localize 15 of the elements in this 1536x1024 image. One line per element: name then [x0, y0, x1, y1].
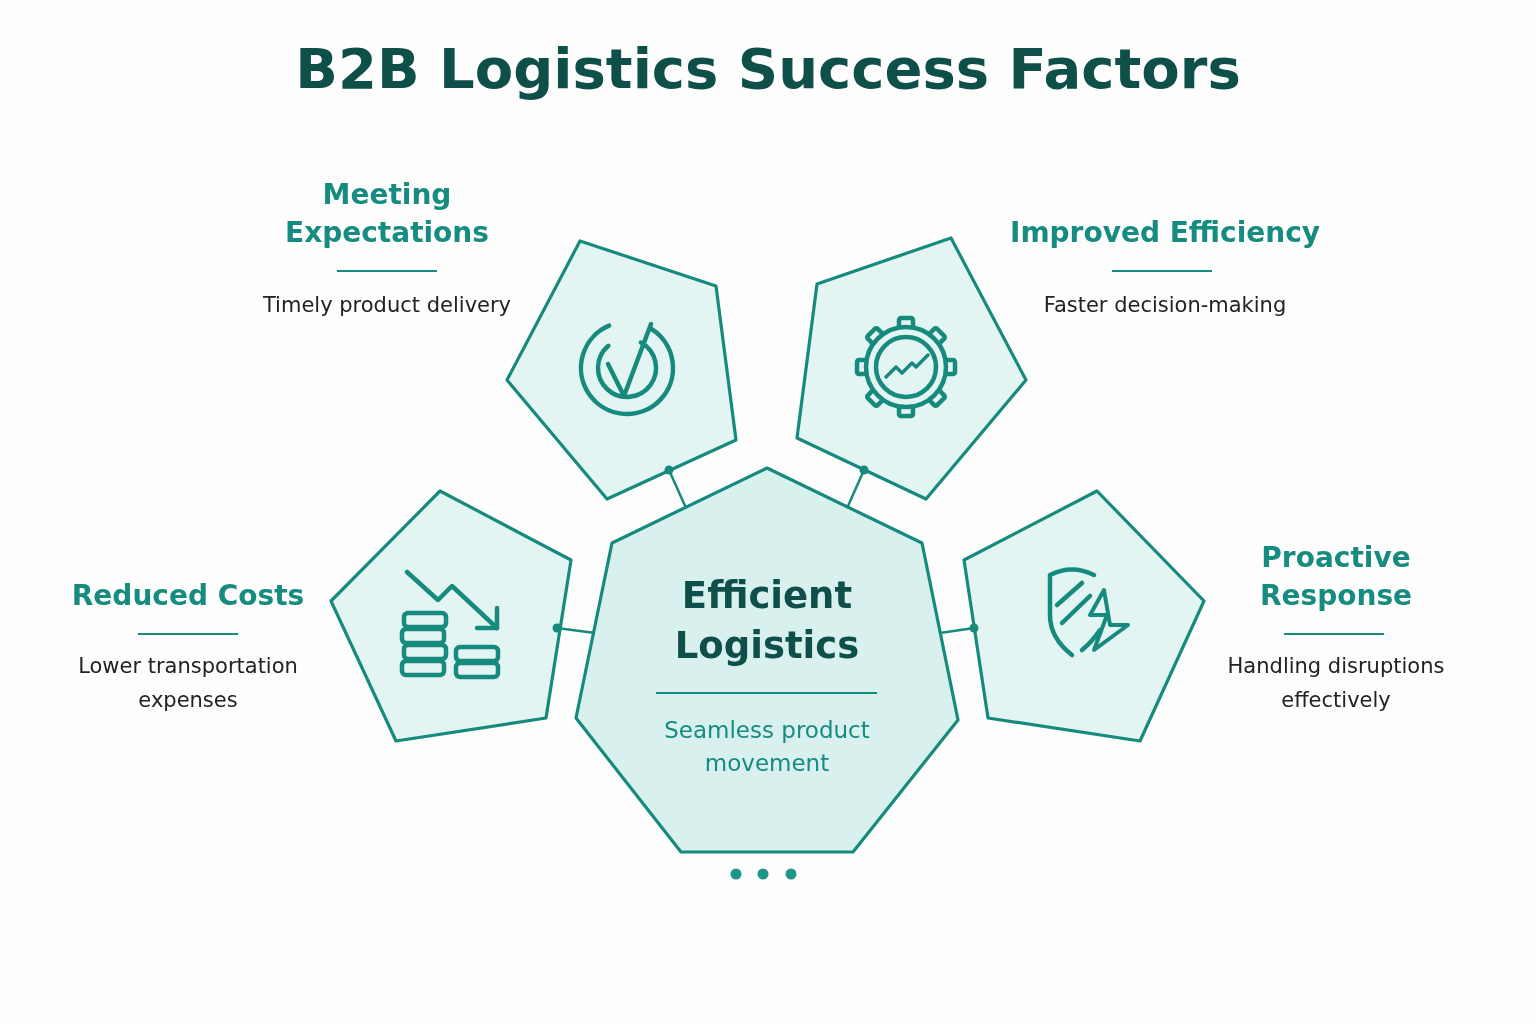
- factor-title: Improved Efficiency: [1008, 215, 1321, 251]
- connector-line: [939, 623, 979, 635]
- connector-line: [552, 623, 596, 635]
- factor-description: Seamless product movement: [663, 716, 871, 778]
- factor-title: Efficient Logistics: [673, 573, 861, 669]
- factor-description: Faster decision-making: [1042, 292, 1288, 319]
- factor-description: Timely product delivery: [261, 292, 513, 319]
- factor-description: Handling disruptions effectively: [1226, 653, 1446, 714]
- factor-title: Reduced Costs: [70, 578, 306, 614]
- factor-title: Proactive Response: [1258, 540, 1414, 614]
- factor-title: Meeting Expectations: [284, 177, 490, 251]
- factor-description: Lower transportation expenses: [77, 653, 299, 714]
- connector-line: [846, 465, 869, 507]
- connector-line: [664, 465, 688, 509]
- title: B2B Logistics Success Factors: [294, 36, 1242, 101]
